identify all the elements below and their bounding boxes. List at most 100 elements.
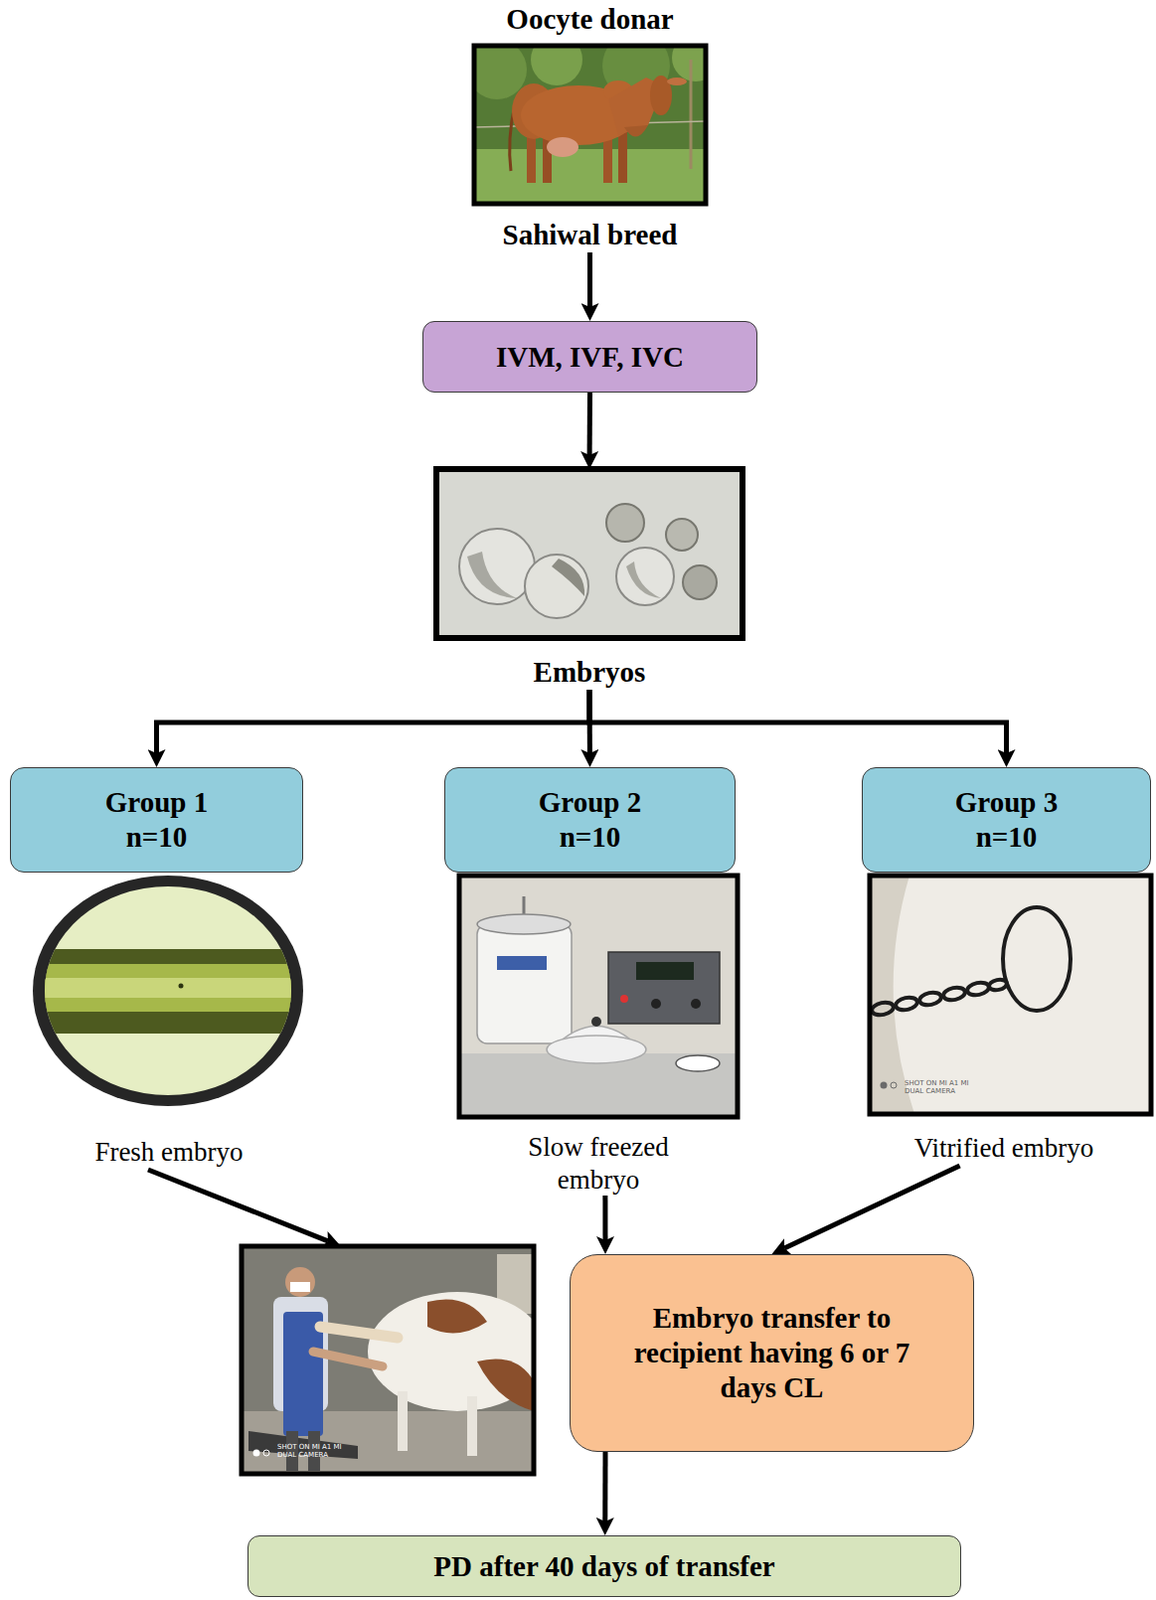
photo-frame xyxy=(436,469,743,639)
slow-freezer-photo xyxy=(636,962,694,981)
panel-heading: Oocyte donar xyxy=(449,1,731,37)
embryo-transfer-photo xyxy=(285,1267,316,1298)
embryo-transfer-photo xyxy=(467,1396,478,1457)
cow-photo xyxy=(624,125,649,138)
fresh-embryo-photo xyxy=(32,949,304,1034)
box-label: PD after 40 days of transfer xyxy=(433,1549,775,1585)
embryo-transfer-photo xyxy=(427,1300,488,1334)
watermark: SHOT ON MI A1 MI DUAL CAMERA xyxy=(904,1079,975,1097)
vitrification-loop-photo xyxy=(966,981,991,997)
vitrification-loop-photo xyxy=(894,995,919,1012)
panel-caption: Vitrified embryo xyxy=(856,1132,1152,1164)
box-label: IVM, IVF, IVC xyxy=(495,339,684,375)
vitrification-loop-photo xyxy=(869,875,915,1115)
vitrification-loop-photo xyxy=(942,986,967,1002)
slow-freezer-photo xyxy=(459,875,738,1118)
photo-frame xyxy=(241,1246,534,1475)
photo-panel: SHOT ON MI A1 MI DUAL CAMERA xyxy=(241,1246,534,1475)
slow-freezer-photo xyxy=(690,998,701,1009)
flow-arrow xyxy=(602,1452,608,1522)
cow-photo xyxy=(666,77,687,86)
cow-photo xyxy=(618,131,628,183)
transfer-box: Embryo transfer to recipient having 6 or… xyxy=(569,1254,975,1453)
box-label: Embryo transfer to recipient having 6 or… xyxy=(610,1301,934,1405)
embryo-transfer-photo xyxy=(290,1282,311,1293)
slow-freezer-photo xyxy=(459,875,738,1118)
fresh-embryo-photo xyxy=(32,875,304,1108)
box-label: Group 1 xyxy=(105,785,208,821)
flow-arrow xyxy=(157,689,591,754)
flow-arrow xyxy=(587,392,593,456)
flow-arrow xyxy=(784,1165,960,1249)
vitrification-loop-photo xyxy=(1002,907,1071,1011)
cow-photo xyxy=(530,45,583,86)
slow-freezer-photo xyxy=(675,1055,720,1072)
embryo-transfer-photo xyxy=(477,1359,534,1413)
slow-freezer-photo xyxy=(620,994,629,1003)
photo-frame xyxy=(474,45,706,204)
connectors xyxy=(148,252,1007,1522)
embryo-photo xyxy=(436,469,743,639)
photo-frame xyxy=(459,875,738,1118)
photo-panel: Slow freezed embryo xyxy=(449,875,748,1196)
group-box: Group 2n=10 xyxy=(444,767,736,873)
embryo-photo xyxy=(665,518,698,551)
flow-arrow xyxy=(602,1195,608,1241)
cow-photo xyxy=(474,45,706,204)
embryo-transfer-photo xyxy=(397,1391,408,1452)
group-box: Group 3n=10 xyxy=(861,767,1152,873)
embryo-photo xyxy=(524,554,589,619)
watermark: SHOT ON MI A1 MI DUAL CAMERA xyxy=(277,1443,347,1461)
fresh-embryo-photo xyxy=(32,875,304,1107)
embryo-transfer-photo xyxy=(253,1450,261,1458)
vitrification-loop-photo xyxy=(869,875,1152,1115)
fresh-embryo-photo xyxy=(32,964,304,1012)
embryo-photo xyxy=(606,503,645,542)
embryo-photo xyxy=(616,547,674,606)
embryo-photo xyxy=(467,551,517,599)
embryo-transfer-photo xyxy=(263,1450,270,1457)
photo-panel: Oocyte donarSahiwal breed xyxy=(449,1,731,253)
embryo-photo xyxy=(682,565,717,600)
panel-caption: Slow freezed embryo xyxy=(503,1131,693,1196)
box-label: Group 3 xyxy=(955,785,1058,821)
flow-arrow xyxy=(587,252,593,308)
slow-freezer-photo xyxy=(546,1035,647,1064)
panel-caption: Sahiwal breed xyxy=(449,217,731,253)
box-label: n=10 xyxy=(559,820,622,855)
box-label: n=10 xyxy=(976,820,1038,855)
panel-caption: Fresh embryo xyxy=(19,1136,319,1168)
embryo-transfer-photo xyxy=(367,1292,534,1412)
slow-freezer-photo xyxy=(496,956,547,971)
vitrification-loop-photo xyxy=(890,1082,897,1089)
photo-panel: Fresh embryo xyxy=(19,875,319,1170)
cow-photo xyxy=(671,45,706,82)
photo-panel: SHOT ON MI A1 MI DUAL CAMERA Vitrified em… xyxy=(856,875,1152,1166)
vitrification-loop-photo xyxy=(870,1000,895,1017)
slow-freezer-photo xyxy=(477,924,572,1044)
vitrification-loop-photo xyxy=(988,978,1008,992)
cow-photo xyxy=(689,59,693,169)
embryo-transfer-photo xyxy=(241,1246,534,1475)
group-box: Group 1n=10 xyxy=(9,767,304,873)
embryo-photo xyxy=(459,528,535,605)
embryo-transfer-photo xyxy=(320,1326,398,1338)
box-label: Group 2 xyxy=(538,785,642,821)
embryo-photo xyxy=(551,558,585,597)
slow-freezer-photo xyxy=(651,998,661,1009)
fresh-embryo-photo xyxy=(32,875,304,1108)
slow-freezer-photo xyxy=(608,952,720,1024)
process-box: IVM, IVF, IVC xyxy=(422,321,758,393)
photo-panel: Embryos xyxy=(436,469,743,690)
embryo-photo xyxy=(436,469,743,639)
vitrification-loop-photo xyxy=(869,875,1152,1115)
fresh-embryo-photo xyxy=(178,984,184,990)
vitrification-loop-photo xyxy=(918,990,943,1007)
slow-freezer-photo xyxy=(591,1016,602,1027)
box-label: n=10 xyxy=(126,820,188,855)
panel-caption: Embryos xyxy=(436,655,743,690)
vitrification-loop-photo xyxy=(880,1082,888,1090)
photo-frame xyxy=(869,875,1152,1115)
embryo-transfer-photo xyxy=(313,1351,383,1367)
